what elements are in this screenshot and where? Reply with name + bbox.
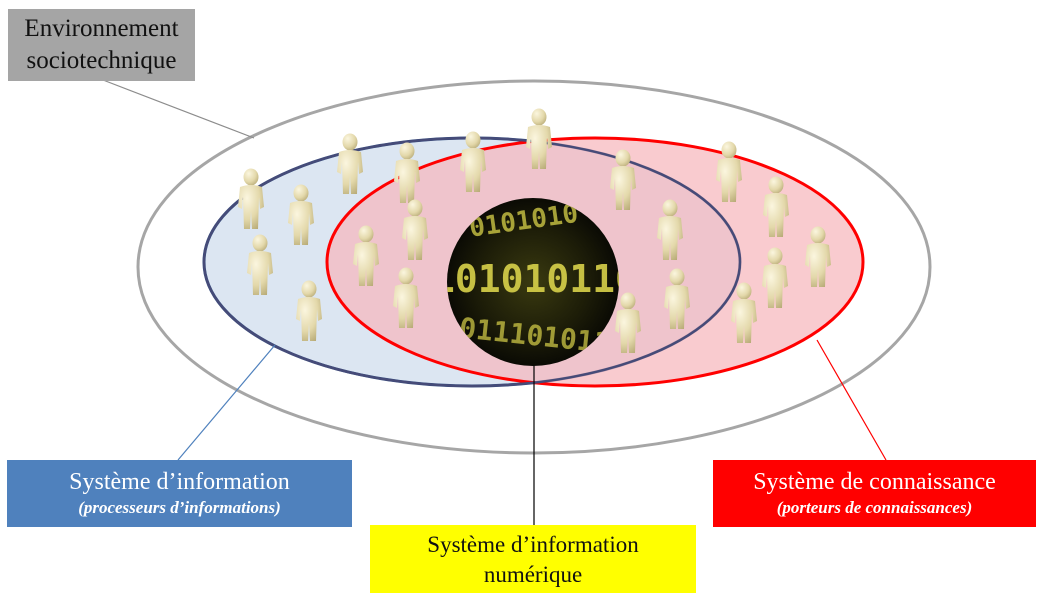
knowledge-system-title: Système de connaissance [753,469,996,495]
environment-label-line1: Environnement [24,15,179,42]
environment-connector [102,79,255,139]
digital-information-system-line1: Système d’information [427,532,639,557]
information-system-connector [177,344,276,461]
knowledge-system-subtitle: (porteurs de connaissances) [776,498,973,517]
information-system-subtitle: (processeurs d’informations) [78,498,281,517]
digital-information-system-label-box: Système d’information numérique [370,525,696,593]
digital-information-system-line2: numérique [483,562,583,587]
environment-label-box: Environnement sociotechnique [8,9,195,81]
information-system-title: Système d’information [69,469,290,495]
knowledge-system-label-box: Système de connaissance (porteurs de con… [713,460,1036,527]
information-system-label-box: Système d’information (processeurs d’inf… [7,460,352,527]
environment-label-line2: sociotechnique [26,47,177,74]
knowledge-system-connector [816,339,887,461]
binary-line-2: 1010101101010 [432,257,729,301]
